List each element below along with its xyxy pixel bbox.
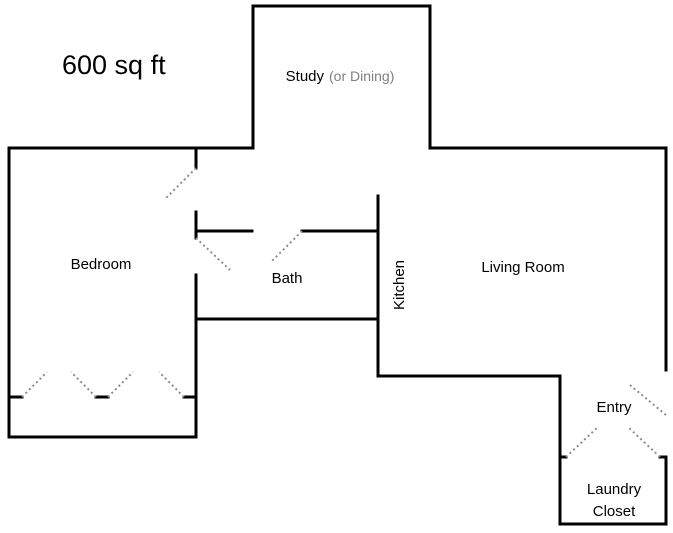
bedroom-outer-wall	[7, 146, 198, 439]
closet-door-swing-2	[70, 371, 97, 398]
study-label: Study(or Dining)	[286, 68, 395, 85]
doors	[21, 167, 667, 458]
closet-door-swing-1	[21, 371, 48, 398]
labels: 600 sq ft Study(or Dining) Bedroom Bath …	[62, 50, 642, 520]
entry-door-swing	[629, 384, 667, 416]
bedroom-door-swing	[165, 167, 197, 199]
walls	[7, 4, 668, 526]
bath-door-swing	[271, 230, 303, 262]
laundry-label-line2: Closet	[593, 503, 636, 520]
entry-label: Entry	[596, 399, 632, 416]
living-room-label: Living Room	[481, 259, 564, 276]
laundry-door-swing-left	[565, 426, 599, 458]
bedroom-label: Bedroom	[71, 256, 132, 273]
study-walls	[194, 4, 668, 372]
kitchen-label: Kitchen	[391, 260, 408, 310]
laundry-door-swing-right	[627, 426, 661, 458]
closet-door-swing-3	[107, 371, 134, 398]
bath-side-door-swing	[195, 237, 231, 271]
study-note: (or Dining)	[329, 68, 394, 84]
closet-door-swing-4	[158, 371, 185, 398]
living-room-bottom-wall	[376, 374, 668, 526]
study-name: Study	[286, 68, 325, 85]
laundry-label-line1: Laundry	[587, 481, 642, 498]
area-label: 600 sq ft	[62, 50, 166, 80]
bath-label: Bath	[272, 270, 303, 287]
